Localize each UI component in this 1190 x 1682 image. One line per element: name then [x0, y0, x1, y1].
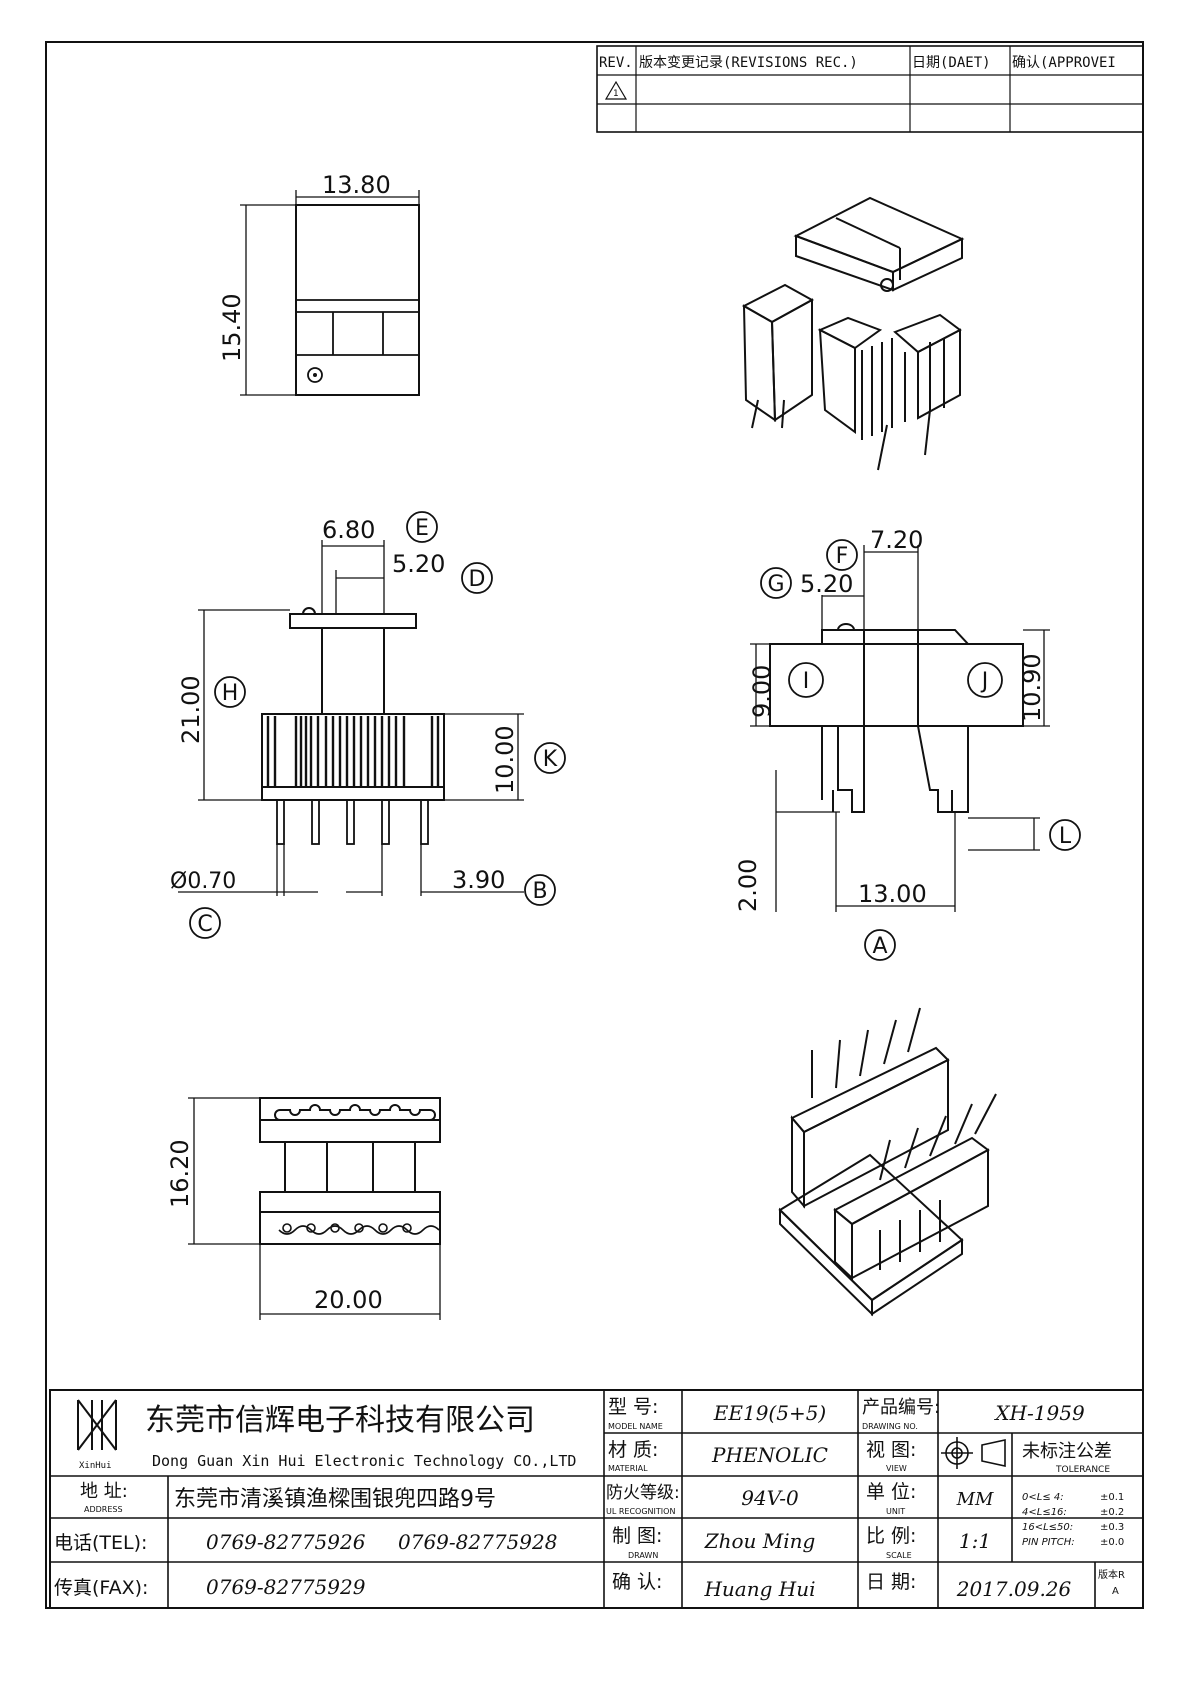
tol-value-2: ±0.2 — [1100, 1507, 1124, 1518]
isometric-view-bottom — [778, 1007, 997, 1317]
tag-c: C — [197, 912, 212, 937]
date-header: 日期(DAET) — [912, 55, 991, 71]
dim-200: 2.00 — [734, 859, 762, 912]
scale-sub: SCALE — [886, 1551, 912, 1560]
model-sub: MODEL NAME — [608, 1422, 663, 1431]
front-view: 6.80 5.20 21.00 10.00 Ø0.70 3.90 E D H K… — [170, 511, 566, 939]
unit-sub: UNIT — [886, 1507, 905, 1516]
ul-sub: UL RECOGNITION — [606, 1507, 675, 1516]
tag-e: E — [415, 516, 429, 541]
material-value: PHENOLIC — [711, 1443, 828, 1467]
fax-value: 0769-82775929 — [206, 1575, 366, 1599]
side-view: 7.20 5.20 9.00 10.90 2.00 13.00 F G I J … — [734, 526, 1081, 961]
ul-value: 94V-0 — [741, 1486, 799, 1510]
projection-symbol-icon — [941, 1437, 1006, 1469]
view-label: 视 图: — [866, 1439, 916, 1461]
view-sub: VIEW — [886, 1464, 907, 1473]
address-value: 东莞市清溪镇渔樑围银兜四路9号 — [174, 1487, 496, 1512]
material-label: 材 质: — [608, 1439, 658, 1461]
model-label: 型 号: — [608, 1396, 658, 1418]
date-value: 2017.09.26 — [956, 1577, 1072, 1601]
version-label: 版本R — [1098, 1568, 1125, 1581]
dim-070: Ø0.70 — [170, 869, 236, 894]
material-sub: MATERIAL — [608, 1464, 648, 1473]
dim-520-front: 5.20 — [392, 550, 445, 578]
tag-a: A — [872, 934, 887, 959]
dim-bottom-height: 16.20 — [166, 1139, 194, 1208]
tel-label: 电话(TEL): — [54, 1532, 147, 1554]
dim-520-side: 5.20 — [800, 570, 853, 598]
drawn-value: Zhou Ming — [704, 1529, 816, 1553]
tolerance-label: 未标注公差 — [1022, 1441, 1112, 1462]
dim-1000: 10.00 — [491, 725, 519, 794]
tol-value-4: ±0.0 — [1100, 1537, 1124, 1548]
drawing-no-value: XH-1959 — [993, 1401, 1085, 1425]
dim-390: 3.90 — [452, 866, 505, 894]
isometric-view-top — [741, 196, 965, 471]
revision-triangle-icon — [604, 80, 628, 100]
approved-value: Huang Hui — [703, 1577, 815, 1601]
company-logo — [77, 1399, 117, 1451]
tag-g: G — [767, 572, 784, 597]
rev-mark: 1 — [613, 89, 619, 99]
tel-value-1: 0769-82775926 — [206, 1530, 366, 1554]
tag-i: I — [803, 669, 810, 694]
tol-range-4: PIN PITCH: — [1022, 1537, 1075, 1548]
tol-range-3: 16<L≤50: — [1022, 1522, 1073, 1533]
top-view: 13.80 15.40 — [218, 171, 420, 396]
drawn-label: 制 图: — [612, 1525, 662, 1547]
unit-value: MM — [956, 1489, 994, 1510]
tag-d: D — [469, 567, 486, 592]
tag-h: H — [222, 681, 239, 706]
dim-1090: 10.90 — [1018, 653, 1046, 722]
tol-value-3: ±0.3 — [1100, 1522, 1124, 1533]
drawn-sub: DRAWN — [628, 1551, 658, 1560]
dim-top-height: 15.40 — [218, 293, 246, 362]
address-sub: ADDRESS — [84, 1505, 123, 1514]
tel-value-2: 0769-82775928 — [398, 1530, 557, 1554]
tol-range-2: 4<L≤16: — [1022, 1507, 1067, 1518]
version-value: A — [1112, 1586, 1119, 1597]
logo-text: XinHui — [79, 1461, 112, 1471]
dim-1300: 13.00 — [858, 880, 927, 908]
sheet-border — [45, 41, 1144, 1609]
rev-header: REV. — [599, 55, 633, 71]
approve-header: 确认(APPROVEI — [1012, 55, 1116, 71]
approved-label: 确 认: — [612, 1571, 662, 1593]
dim-900: 9.00 — [748, 665, 776, 718]
dim-680: 6.80 — [322, 516, 375, 544]
company-name-en: Dong Guan Xin Hui Electronic Technology … — [152, 1452, 576, 1470]
dim-720: 7.20 — [870, 526, 923, 554]
tol-value-1: ±0.1 — [1100, 1492, 1124, 1503]
ul-label: 防火等级: — [606, 1483, 680, 1503]
dim-bottom-width: 20.00 — [314, 1286, 383, 1314]
unit-label: 单 位: — [866, 1481, 916, 1503]
tag-j: J — [980, 669, 989, 694]
bottom-view: 16.20 20.00 — [166, 1097, 441, 1320]
revisions-header: 版本变更记录(REVISIONS REC.) — [639, 55, 858, 71]
tolerance-sub: TOLERANCE — [1055, 1465, 1110, 1475]
tag-k: K — [543, 747, 558, 772]
tag-b: B — [532, 879, 547, 904]
dim-top-width: 13.80 — [322, 171, 391, 199]
scale-value: 1:1 — [959, 1529, 991, 1553]
dim-2100: 21.00 — [177, 675, 205, 744]
revision-table: REV. 版本变更记录(REVISIONS REC.) 日期(DAET) 确认(… — [596, 45, 1144, 133]
tag-f: F — [836, 544, 849, 569]
company-name-cn: 东莞市信辉电子科技有限公司 — [145, 1403, 535, 1438]
drawing-no-sub: DRAWING NO. — [862, 1422, 918, 1431]
tag-l: L — [1059, 824, 1072, 849]
tol-range-1: 0<L≤ 4: — [1022, 1492, 1064, 1503]
date-label: 日 期: — [866, 1571, 916, 1593]
drawing-no-label: 产品编号: — [862, 1397, 940, 1418]
fax-label: 传真(FAX): — [54, 1577, 148, 1599]
model-value: EE19(5+5) — [713, 1401, 826, 1425]
scale-label: 比 例: — [866, 1525, 916, 1547]
address-label: 地 址: — [80, 1481, 128, 1502]
title-block: XinHui 东莞市信辉电子科技有限公司 Dong Guan Xin Hui E… — [49, 1389, 1144, 1609]
